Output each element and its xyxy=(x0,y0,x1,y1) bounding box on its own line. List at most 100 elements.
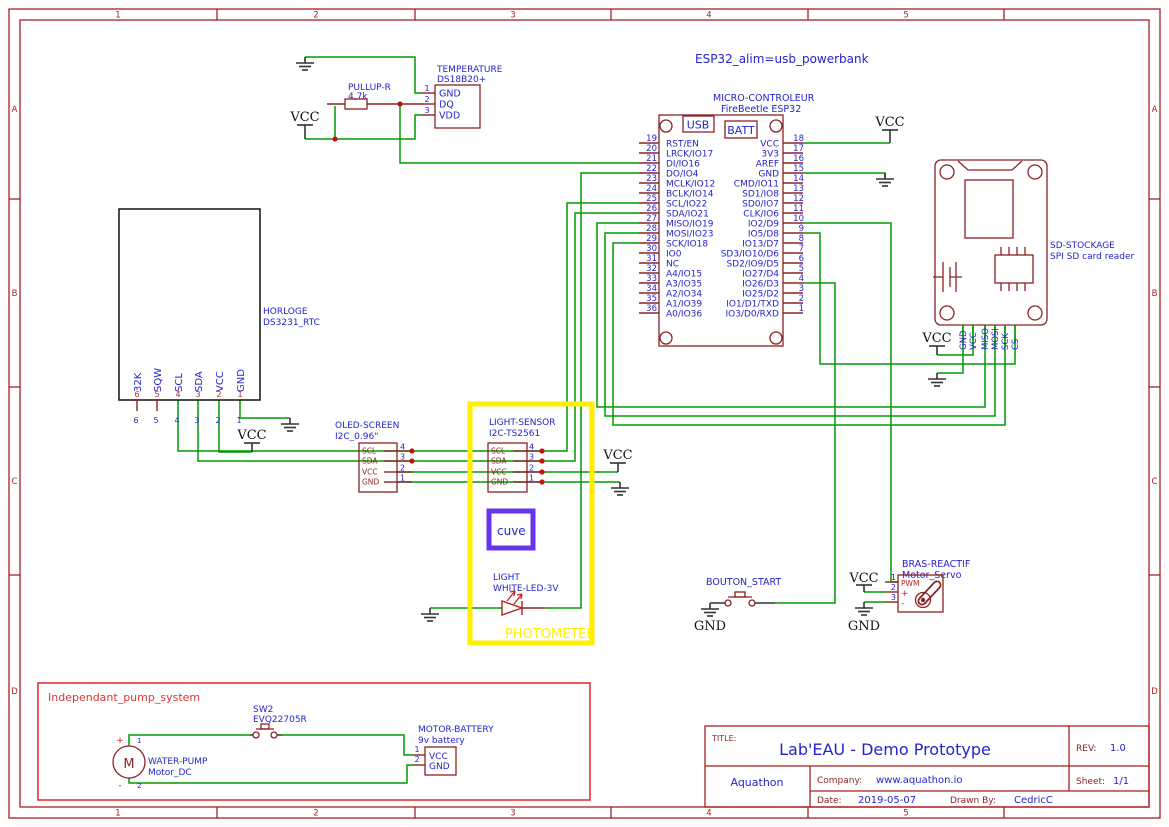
component-led[interactable]: LIGHT WHITE-LED-3V xyxy=(420,573,559,622)
led-symbol[interactable] xyxy=(501,600,525,616)
pump-system-group[interactable]: Independant_pump_system M WATER-PUMP Mot… xyxy=(37,682,591,801)
servo-pin-2[interactable]: 2+ xyxy=(885,583,909,599)
component-temperature[interactable]: VCC PULLUP-R 4,7k TEMPERATURE DS18B20+ 1… xyxy=(289,57,503,139)
component-esp32[interactable]: MICRO-CONTROLEUR FireBeetle ESP32 USB BA… xyxy=(639,93,905,347)
servo-body[interactable] xyxy=(897,574,944,613)
frame-row-label: C xyxy=(12,477,18,487)
battery-body[interactable] xyxy=(424,746,457,776)
pump-system-box[interactable] xyxy=(37,682,591,801)
pin-label: MCLK/IO12 xyxy=(666,180,715,190)
sd-pin-sck[interactable]: SCK xyxy=(1001,325,1011,350)
oled-body[interactable] xyxy=(358,442,398,493)
photometer-highlight-box[interactable] xyxy=(467,401,595,646)
sd-pin-miso[interactable]: MISO xyxy=(981,325,991,350)
light-sensor-body[interactable] xyxy=(487,442,528,493)
cuve-highlight-box[interactable] xyxy=(486,508,536,551)
pin-number: 20 xyxy=(646,144,657,154)
pin-label: VCC xyxy=(760,140,779,150)
nets[interactable] xyxy=(128,56,1016,784)
sd-pin-vcc[interactable]: VCC xyxy=(969,325,979,350)
horloge-body[interactable] xyxy=(118,208,261,401)
sd-pin-mosi[interactable]: MOSI xyxy=(991,325,1001,350)
component-button[interactable]: BOUTON_START GND xyxy=(694,577,782,634)
pin-label: SQW xyxy=(153,368,164,392)
pump-pin-1[interactable]: +1 xyxy=(116,736,141,746)
pump-motor-body[interactable] xyxy=(112,745,146,779)
temperature-part: DS18B20+ xyxy=(437,75,486,85)
sw2-contact xyxy=(252,731,260,739)
esp32-body[interactable] xyxy=(658,114,784,347)
pump-pin-2[interactable]: -2 xyxy=(118,781,141,791)
sd-pin-gnd[interactable]: GND xyxy=(959,325,969,350)
temperature-body[interactable] xyxy=(434,84,481,129)
sd-pin-cs[interactable]: CS xyxy=(1011,325,1021,350)
sd-body[interactable] xyxy=(934,159,1048,326)
sd-ic-pins xyxy=(1000,247,1026,291)
servo-pin-3[interactable]: 3- xyxy=(885,593,904,609)
component-horloge[interactable]: HORLOGE DS3231_RTC 6632K55SQW44SCL33SDA2… xyxy=(118,208,320,452)
wire-horloge-gnd xyxy=(239,400,290,419)
